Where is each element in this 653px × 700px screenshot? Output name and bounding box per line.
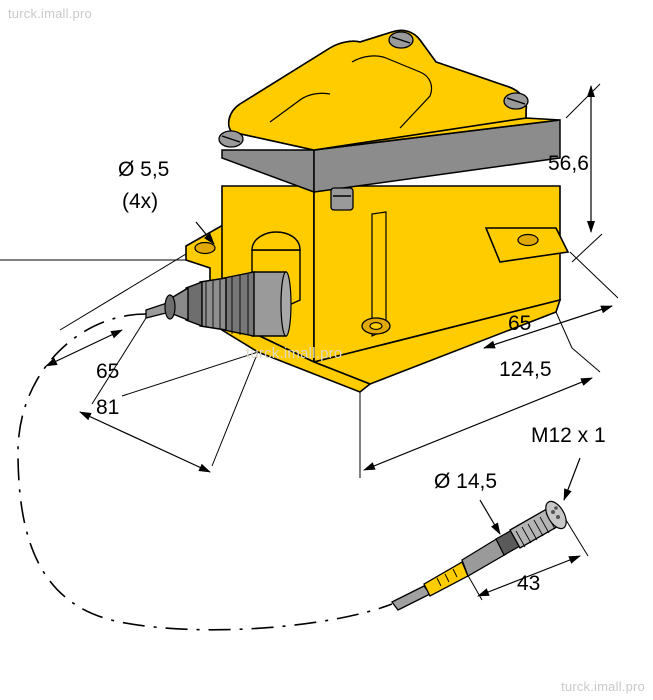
watermark-top-left: turck.imall.pro: [8, 6, 92, 21]
lid-screw-front: [330, 187, 354, 211]
cable-gland: [145, 271, 292, 337]
lid-screw-right: [503, 92, 529, 110]
dimension-hole-diameter: Ø 5,5: [118, 158, 170, 181]
watermark-bottom-right: turck.imall.pro: [561, 679, 645, 694]
dimension-connector-length: 43: [517, 572, 541, 595]
dimension-width-with-gland: 81: [96, 396, 120, 419]
lid-screw-top-left: [218, 130, 244, 148]
dimension-lines: [0, 83, 619, 601]
dimension-depth-right: 65: [508, 312, 532, 335]
dimension-connector-diameter: Ø 14,5: [434, 470, 498, 493]
dimension-height: 56,6: [548, 152, 589, 175]
base-mounting-hole: [361, 317, 391, 335]
flange-hole-right: [517, 233, 539, 247]
lid-screw-top-right: [388, 31, 414, 49]
dimension-depth-left: 65: [96, 360, 120, 383]
m12-connector: [391, 500, 567, 611]
watermark-center: turck.imall.pro: [246, 345, 343, 362]
dimension-thread: M12 x 1: [531, 424, 606, 447]
junction-box-housing: [185, 29, 570, 393]
dimension-length-total: 124,5: [499, 358, 552, 381]
flange-hole-left: [194, 241, 216, 255]
dimension-hole-count: (4x): [122, 190, 159, 213]
